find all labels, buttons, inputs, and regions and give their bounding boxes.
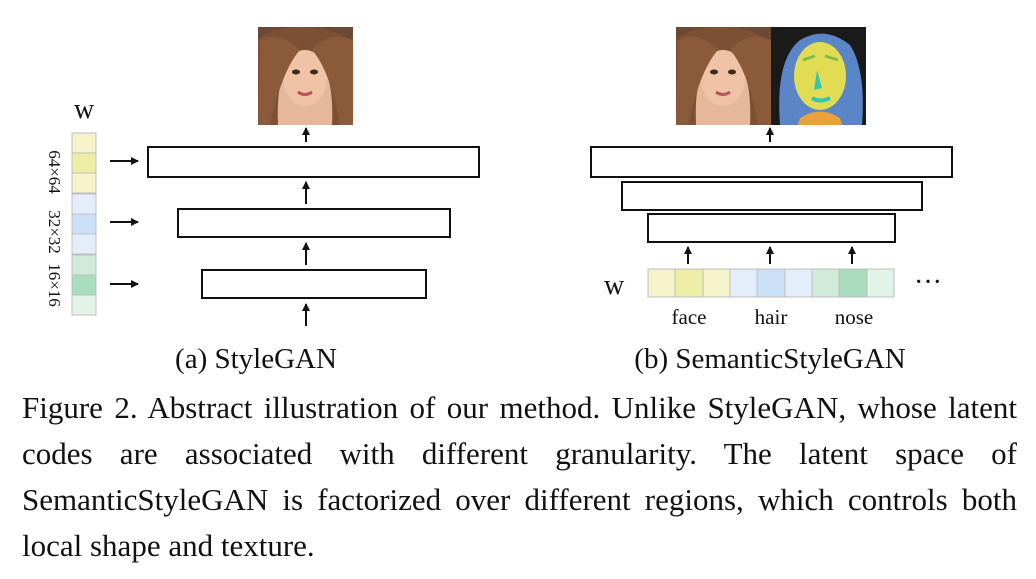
- ellipsis: ···: [914, 267, 942, 298]
- latent-cell: [71, 254, 97, 276]
- latent-cell: [647, 268, 676, 298]
- latent-cell: [71, 152, 97, 174]
- w-label-b: w: [604, 270, 625, 301]
- res-label-16: 16×16: [45, 263, 64, 307]
- render-block-2: [621, 181, 923, 211]
- render-block-1: [590, 146, 953, 178]
- latent-cell: [71, 172, 97, 194]
- face-photo-icon: [676, 27, 771, 125]
- face-photo-icon: [258, 27, 353, 125]
- latent-cell: [71, 294, 97, 316]
- latent-cell: [729, 268, 758, 298]
- caption-stylegan: (a) StyleGAN: [175, 343, 337, 375]
- generator-block-16: [201, 269, 427, 299]
- region-label-face: face: [672, 305, 707, 329]
- caption-semanticstylegan: (b) SemanticStyleGAN: [634, 343, 905, 375]
- latent-cell: [674, 268, 704, 298]
- latent-cell: [756, 268, 786, 298]
- region-label-nose: nose: [835, 305, 874, 329]
- latent-cell: [71, 132, 97, 154]
- latent-cell: [838, 268, 868, 298]
- latent-vector-w: [71, 132, 97, 316]
- latent-cell: [71, 233, 97, 255]
- segmentation-mask-icon: [771, 27, 866, 125]
- latent-cell: [71, 213, 97, 235]
- figure-caption: Figure 2. Abstract illustration of our m…: [22, 390, 1017, 563]
- latent-cell: [702, 268, 731, 298]
- res-label-32: 32×32: [45, 210, 64, 254]
- generator-block-64: [147, 146, 480, 178]
- panel-stylegan: w 64×64 32×32 16×16 (a) StyleGAN: [45, 27, 480, 375]
- latent-cell: [71, 193, 97, 215]
- semantic-latent-vector: [647, 268, 895, 298]
- latent-cell: [784, 268, 813, 298]
- render-block-3: [647, 213, 896, 243]
- panel-semanticstylegan: w ··· face hair nose (b) SemanticStyleGA…: [590, 27, 953, 375]
- latent-cell: [866, 268, 895, 298]
- region-label-hair: hair: [755, 305, 788, 329]
- figure-diagram: w 64×64 32×32 16×16 (a) StyleGAN: [45, 27, 953, 375]
- generator-block-32: [177, 208, 451, 238]
- res-label-64: 64×64: [45, 150, 64, 194]
- latent-cell: [71, 274, 97, 296]
- latent-cell: [811, 268, 840, 298]
- w-label-a: w: [74, 94, 95, 125]
